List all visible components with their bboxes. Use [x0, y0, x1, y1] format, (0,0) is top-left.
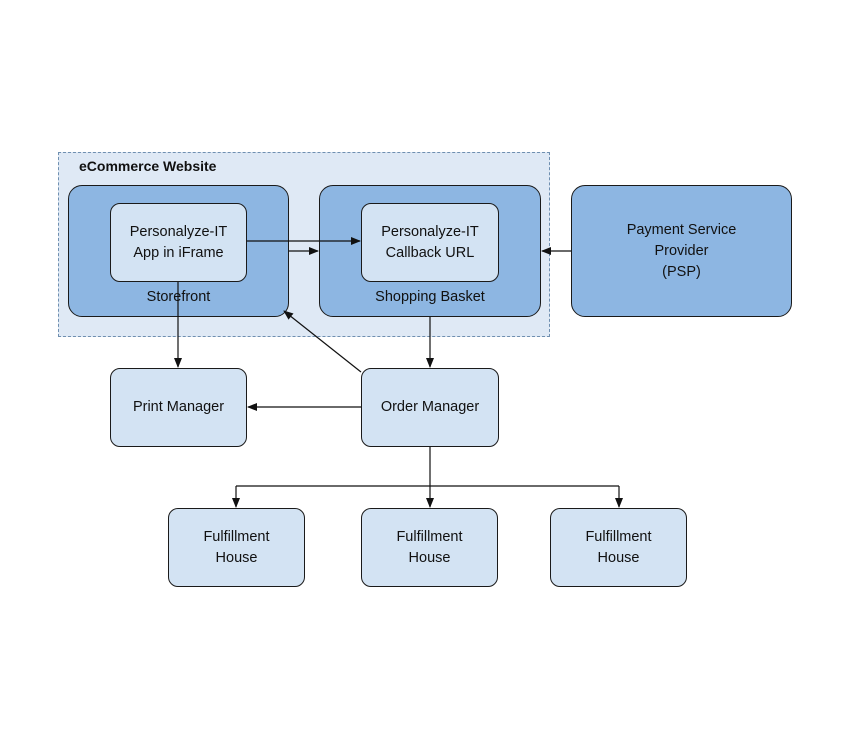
fulfillment-house-node-3[interactable]: Fulfillment House	[550, 508, 687, 587]
fulfillment-house-node-2[interactable]: Fulfillment House	[361, 508, 498, 587]
app-iframe-label: Personalyze-IT App in iFrame	[129, 223, 228, 261]
fulfillment-house-label-3: Fulfillment House	[585, 528, 652, 566]
order-manager-node[interactable]: Order Manager	[361, 368, 499, 447]
callback-url-node[interactable]: Personalyze-IT Callback URL	[361, 203, 499, 282]
psp-node[interactable]: Payment Service Provider (PSP)	[571, 185, 792, 317]
shopping-basket-label: Shopping Basket	[375, 289, 485, 305]
psp-label: Payment Service Provider (PSP)	[626, 221, 737, 280]
app-iframe-node[interactable]: Personalyze-IT App in iFrame	[110, 203, 247, 282]
print-manager-label: Print Manager	[132, 399, 225, 415]
storefront-label: Storefront	[146, 289, 211, 305]
fulfillment-house-label-1: Fulfillment House	[203, 528, 270, 566]
ecommerce-website-title: eCommerce Website	[79, 158, 217, 174]
fulfillment-house-label-2: Fulfillment House	[396, 528, 463, 566]
order-manager-label: Order Manager	[380, 399, 480, 415]
fulfillment-house-node-1[interactable]: Fulfillment House	[168, 508, 305, 587]
callback-url-label: Personalyze-IT Callback URL	[381, 223, 479, 261]
print-manager-node[interactable]: Print Manager	[110, 368, 247, 447]
